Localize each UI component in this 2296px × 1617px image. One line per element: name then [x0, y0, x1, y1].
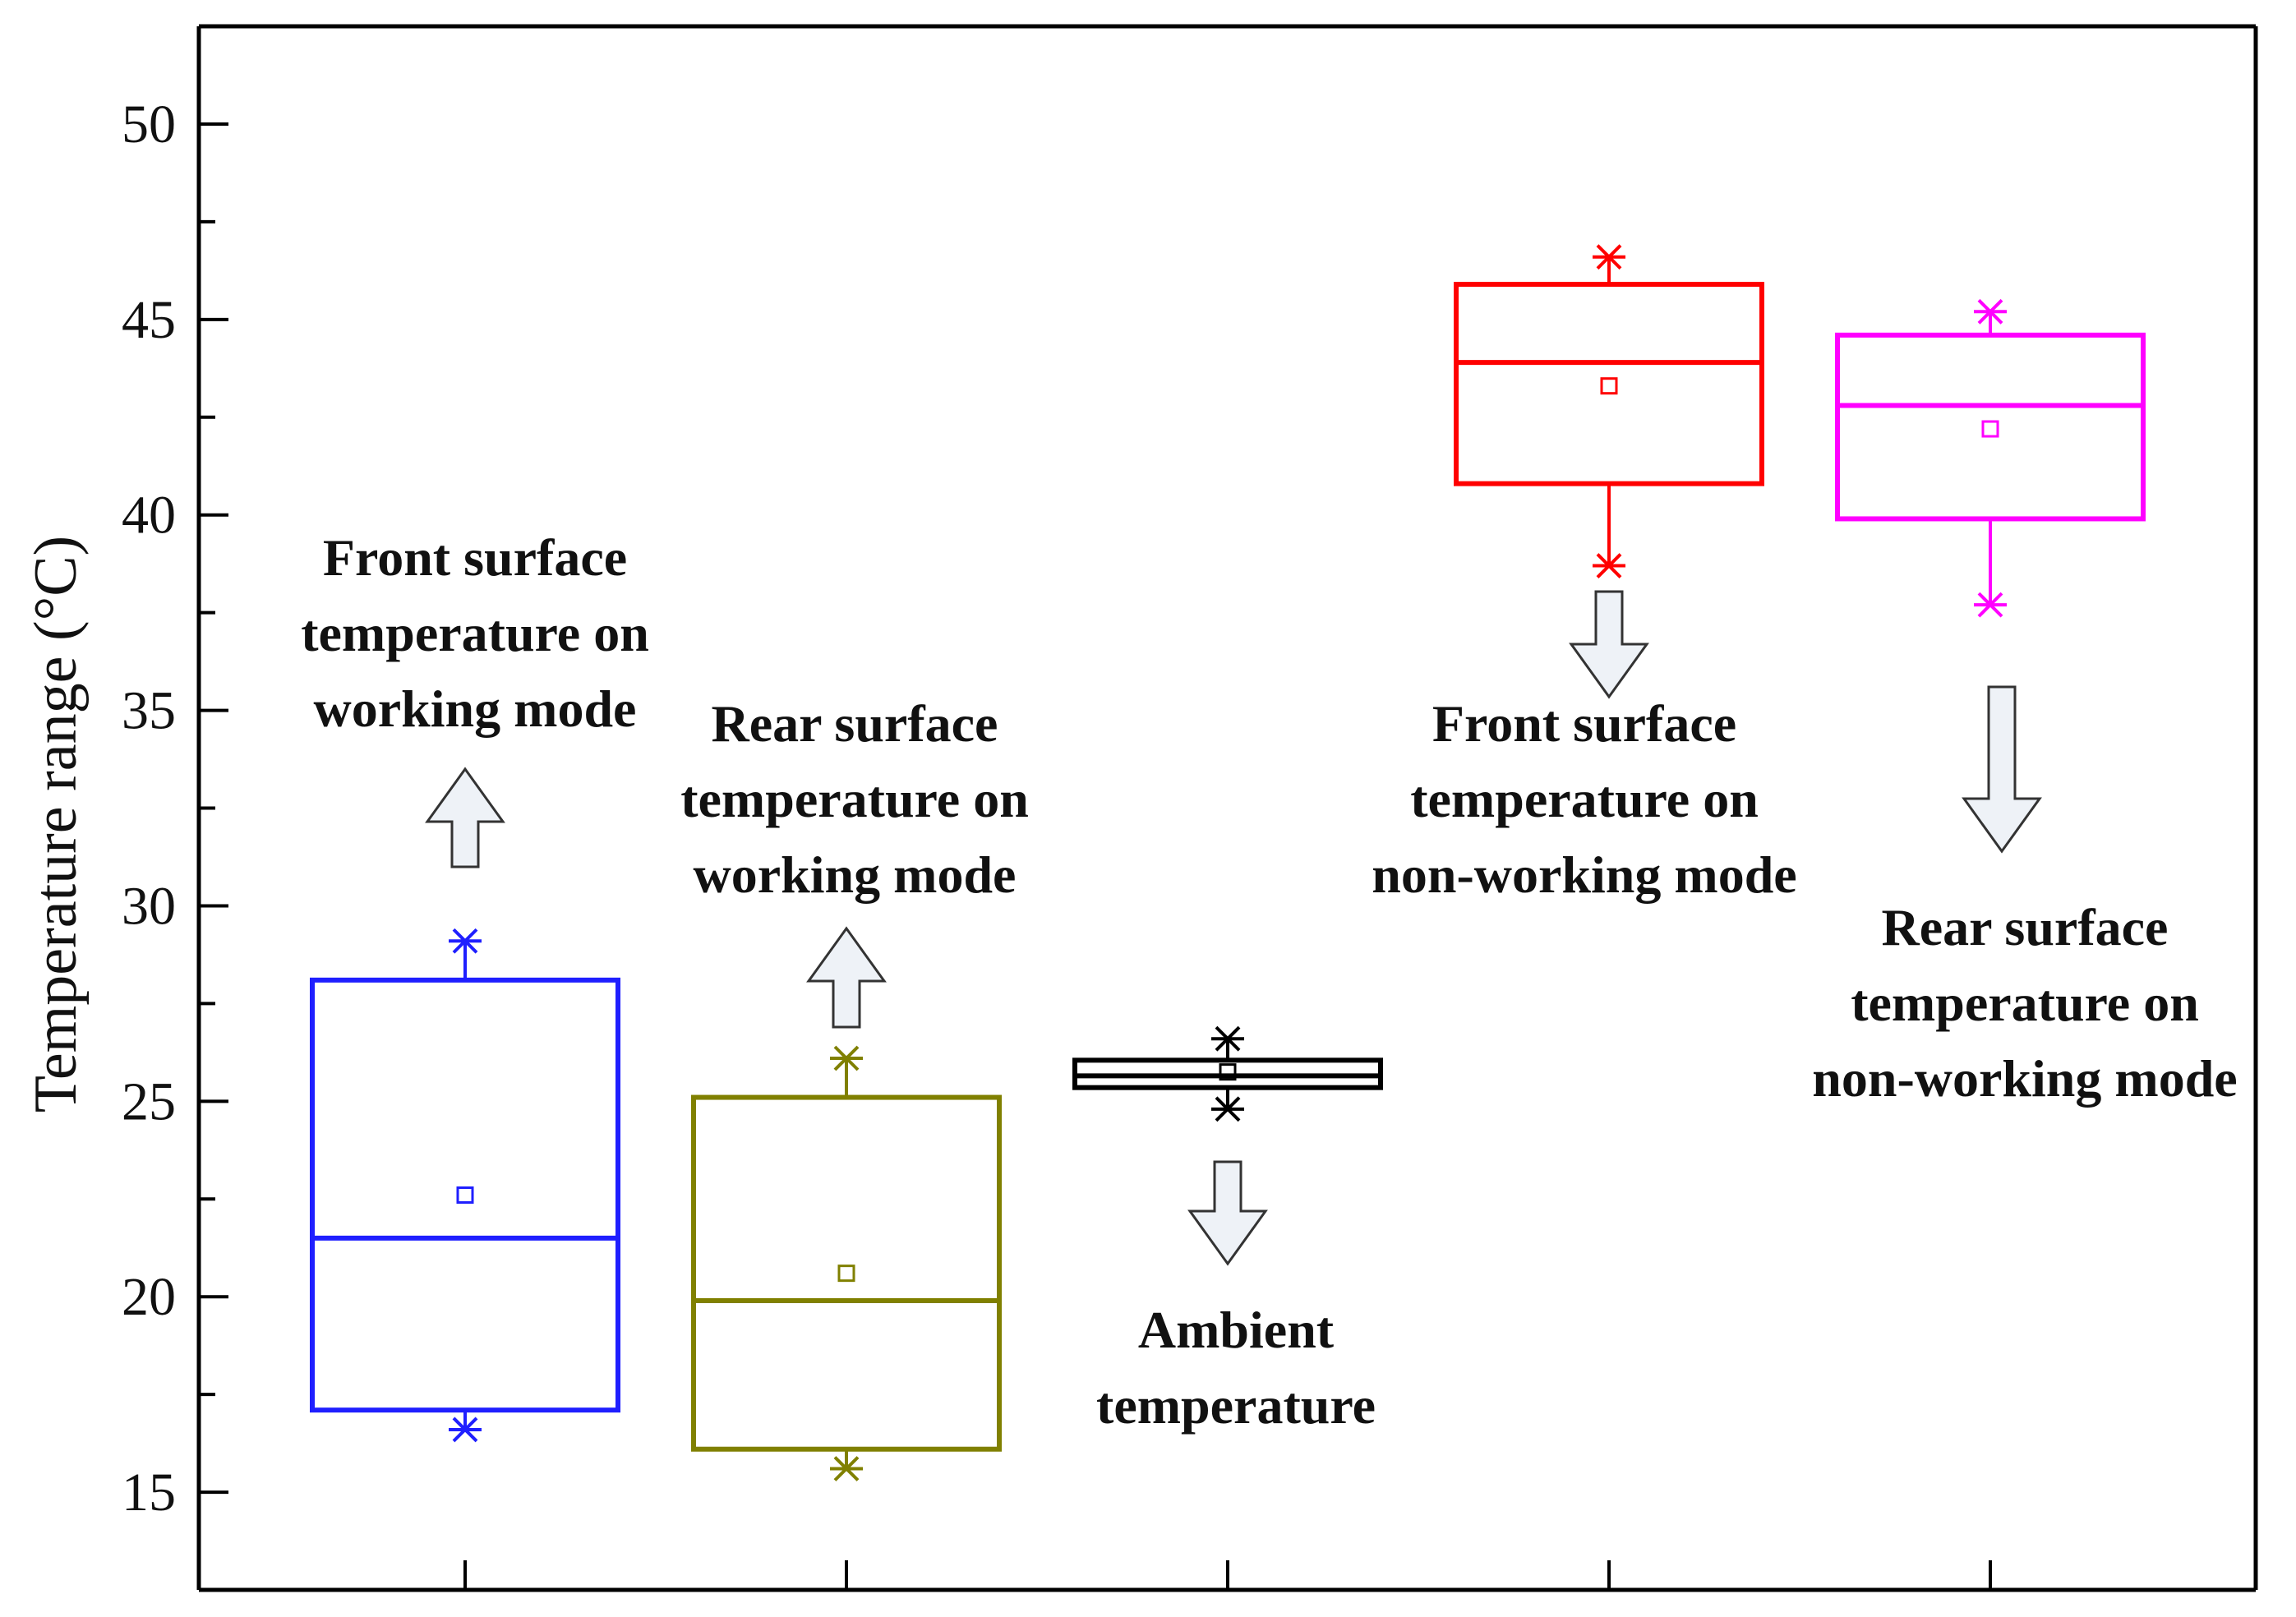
annotation-label: working mode	[694, 845, 1017, 904]
y-tick-label: 40	[122, 486, 176, 546]
arrow-group	[425, 590, 2042, 1266]
arrow-down-5	[1962, 685, 2042, 854]
whisker-cap-mark	[1215, 1096, 1241, 1122]
annotation-label: temperature on	[301, 604, 649, 662]
box-iqr	[1454, 281, 1764, 486]
annotation-label: non-working mode	[1372, 845, 1796, 904]
box-iqr	[691, 1094, 1002, 1452]
whisker-cap-mark	[1977, 592, 2003, 618]
annotation-label: non-working mode	[1812, 1049, 2237, 1108]
box-iqr	[310, 977, 620, 1413]
annotation-label: Ambient	[1138, 1301, 1335, 1359]
mean-marker	[1600, 377, 1618, 395]
y-tick-label: 35	[122, 681, 176, 741]
whisker-cap-mark	[1596, 553, 1622, 578]
box-series-5	[1835, 298, 2146, 618]
box-series-3	[1072, 1025, 1383, 1122]
y-tick-label: 25	[122, 1071, 176, 1131]
whisker-cap-mark	[452, 1417, 478, 1443]
annotation-label: Front surface	[1432, 694, 1736, 753]
box-series-1	[310, 928, 620, 1443]
arrow-down-3	[1187, 1160, 1268, 1266]
whisker-cap-mark	[452, 928, 478, 954]
y-axis: 15 20 25 30 35 40 45 50	[122, 94, 228, 1523]
y-tick-label: 50	[122, 94, 176, 154]
box-series-4	[1454, 244, 1764, 578]
box-series-group	[310, 244, 2146, 1481]
whisker-cap-mark	[1215, 1025, 1241, 1052]
whisker-cap-mark	[1977, 298, 2003, 325]
whisker-cap-mark	[833, 1456, 860, 1481]
x-axis	[463, 1560, 1992, 1590]
annotation-label: temperature on	[1851, 974, 2199, 1032]
arrow-down-4	[1569, 590, 1649, 699]
annotation-label: temperature	[1096, 1376, 1376, 1435]
y-tick-label: 20	[122, 1267, 176, 1327]
box-iqr	[1835, 332, 2146, 522]
annotation-label: working mode	[314, 680, 637, 738]
y-tick-label: 15	[122, 1463, 176, 1523]
annotation-label: Front surface	[323, 528, 627, 587]
whisker-cap-mark	[1596, 244, 1622, 270]
y-axis-title: Temperature range (°C)	[22, 536, 90, 1113]
box-series-2	[691, 1045, 1002, 1481]
mean-marker	[456, 1186, 474, 1204]
mean-marker	[837, 1265, 855, 1283]
whisker-cap-mark	[833, 1045, 860, 1071]
annotation-label: temperature on	[1410, 770, 1759, 828]
arrow-up-1	[425, 767, 505, 868]
annotation-label: Rear surface	[1882, 898, 2169, 956]
arrow-up-2	[806, 926, 887, 1029]
annotation-label: temperature on	[680, 770, 1029, 828]
annotation-label: Rear surface	[712, 694, 998, 753]
mean-marker	[1219, 1063, 1237, 1081]
y-tick-label: 45	[122, 290, 176, 350]
mean-marker	[1981, 420, 1999, 438]
y-tick-label: 30	[122, 876, 176, 936]
